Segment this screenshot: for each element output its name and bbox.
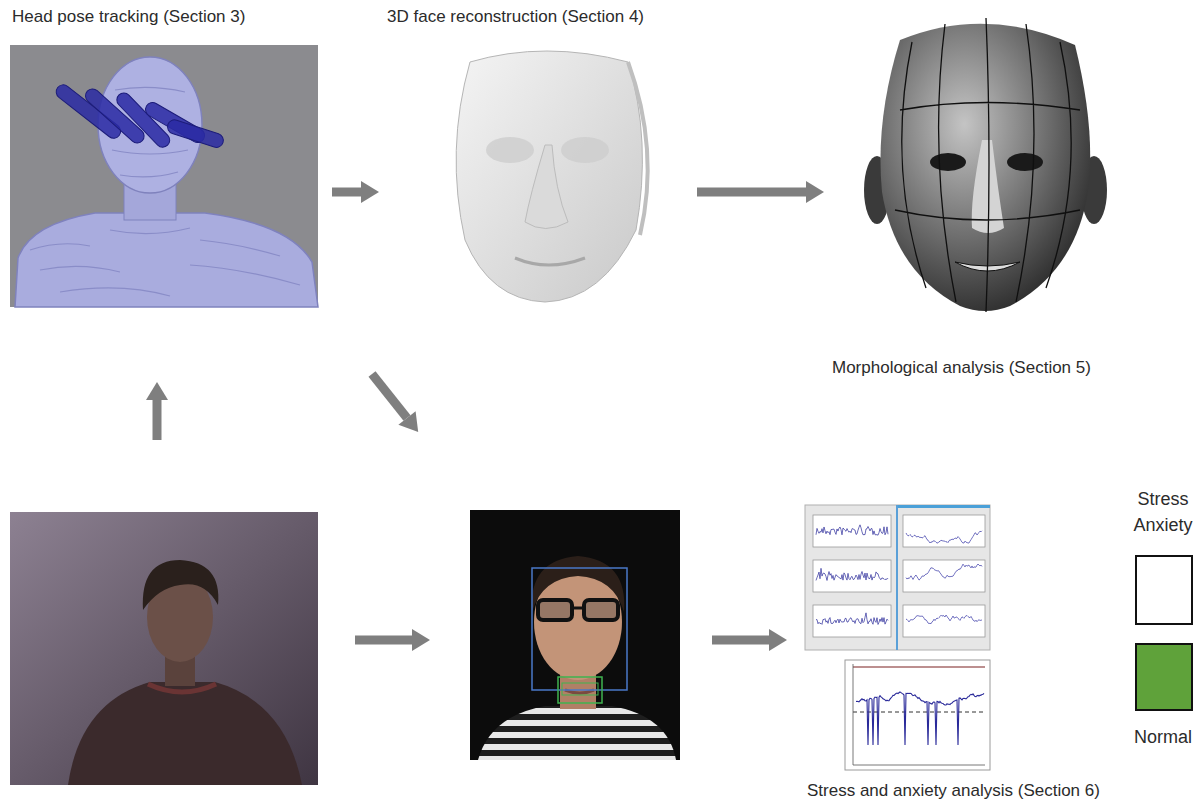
face-detection-frame-part: [562, 683, 598, 695]
contour-head-part: [930, 153, 966, 171]
face-detection-frame-part: [584, 600, 618, 620]
pose-axes-part: [166, 118, 225, 149]
flow-arrow: [332, 188, 361, 197]
signal-charts-part: [816, 568, 888, 580]
face-detection-frame-part: [478, 706, 676, 760]
signal-charts-part: [856, 692, 984, 745]
legend-label: Normal: [1126, 724, 1200, 750]
signal-charts: [805, 505, 990, 770]
image-panel: 3D face reconstruction (Section 4): [385, 6, 691, 303]
mesh-scan-panel-part: [15, 213, 318, 307]
webcam-photo-part: [143, 560, 219, 610]
signal-charts-part: [813, 560, 891, 592]
face-detection-frame-part: [538, 600, 572, 620]
legend-swatch: [1135, 555, 1193, 625]
mesh-scan-panel-part: [30, 87, 300, 296]
contour-head-part: [1007, 153, 1043, 171]
flow-arrows-part: [355, 636, 412, 645]
contour-head-part: [972, 140, 1004, 233]
image-panel: Morphological analysis (Section 5): [830, 12, 1136, 378]
signal-charts-part: [813, 515, 891, 547]
signal-charts-part: [906, 531, 982, 543]
webcam-photo-part: [68, 682, 302, 785]
mesh-scan-panel-part: [10, 45, 318, 307]
signal-charts-part: [845, 660, 990, 770]
signal-charts-part: [813, 605, 891, 637]
signal-charts-part: [816, 613, 888, 625]
signal-charts-part: [903, 515, 985, 547]
signal-charts-part: [896, 505, 898, 650]
webcam-photo: [10, 512, 318, 785]
contour-head: [864, 18, 1107, 312]
face-detection-frame-part: [572, 607, 584, 610]
signal-charts-part: [816, 525, 888, 535]
signal-charts-part: [853, 666, 985, 667]
flow-arrow: [697, 188, 806, 197]
mesh-scan-panel: [10, 45, 318, 307]
panel-caption: Morphological analysis (Section 5): [830, 357, 1136, 378]
legend-label: Stress Anxiety: [1126, 486, 1200, 538]
face-mesh-part: [628, 62, 648, 235]
face-mesh: [456, 51, 648, 302]
panel-caption: Head pose tracking (Section 3): [10, 6, 326, 27]
signal-charts-part: [853, 664, 985, 765]
contour-head-part: [895, 18, 1080, 312]
signal-charts-part: [897, 505, 990, 508]
contour-head-part: [880, 24, 1090, 311]
face-mesh-part: [561, 137, 609, 163]
signal-charts-part: [903, 560, 985, 592]
image-panel: Head pose tracking (Section 3): [10, 6, 326, 308]
face-detection-frame-part: [558, 677, 602, 703]
flow-arrows: [157, 374, 769, 640]
flow-arrows-part: [153, 400, 162, 440]
pose-axes: [53, 82, 225, 150]
face-detection-frame: [470, 510, 680, 760]
face-mesh-part: [456, 51, 642, 302]
signal-charts-part: [903, 605, 985, 637]
face-mesh-part: [515, 258, 585, 265]
image-panel: Stress and anxiety analysis (Section 6): [805, 500, 1111, 801]
signal-charts-part: [805, 505, 990, 650]
face-mesh-part: [525, 145, 568, 229]
legend-swatch: [1135, 643, 1193, 711]
panel-caption: 3D face reconstruction (Section 4): [385, 6, 691, 27]
face-detection-frame-part: [470, 510, 680, 760]
signal-charts-part: [906, 564, 982, 580]
panel-caption: Stress and anxiety analysis (Section 6): [805, 780, 1111, 801]
face-mesh-part: [486, 137, 534, 163]
face-detection-frame-part: [532, 568, 627, 690]
webcam-photo-part: [10, 512, 318, 785]
signal-charts-part: [906, 615, 982, 624]
flow-arrows-part: [712, 636, 769, 645]
flow-arrows-part: [372, 374, 407, 418]
